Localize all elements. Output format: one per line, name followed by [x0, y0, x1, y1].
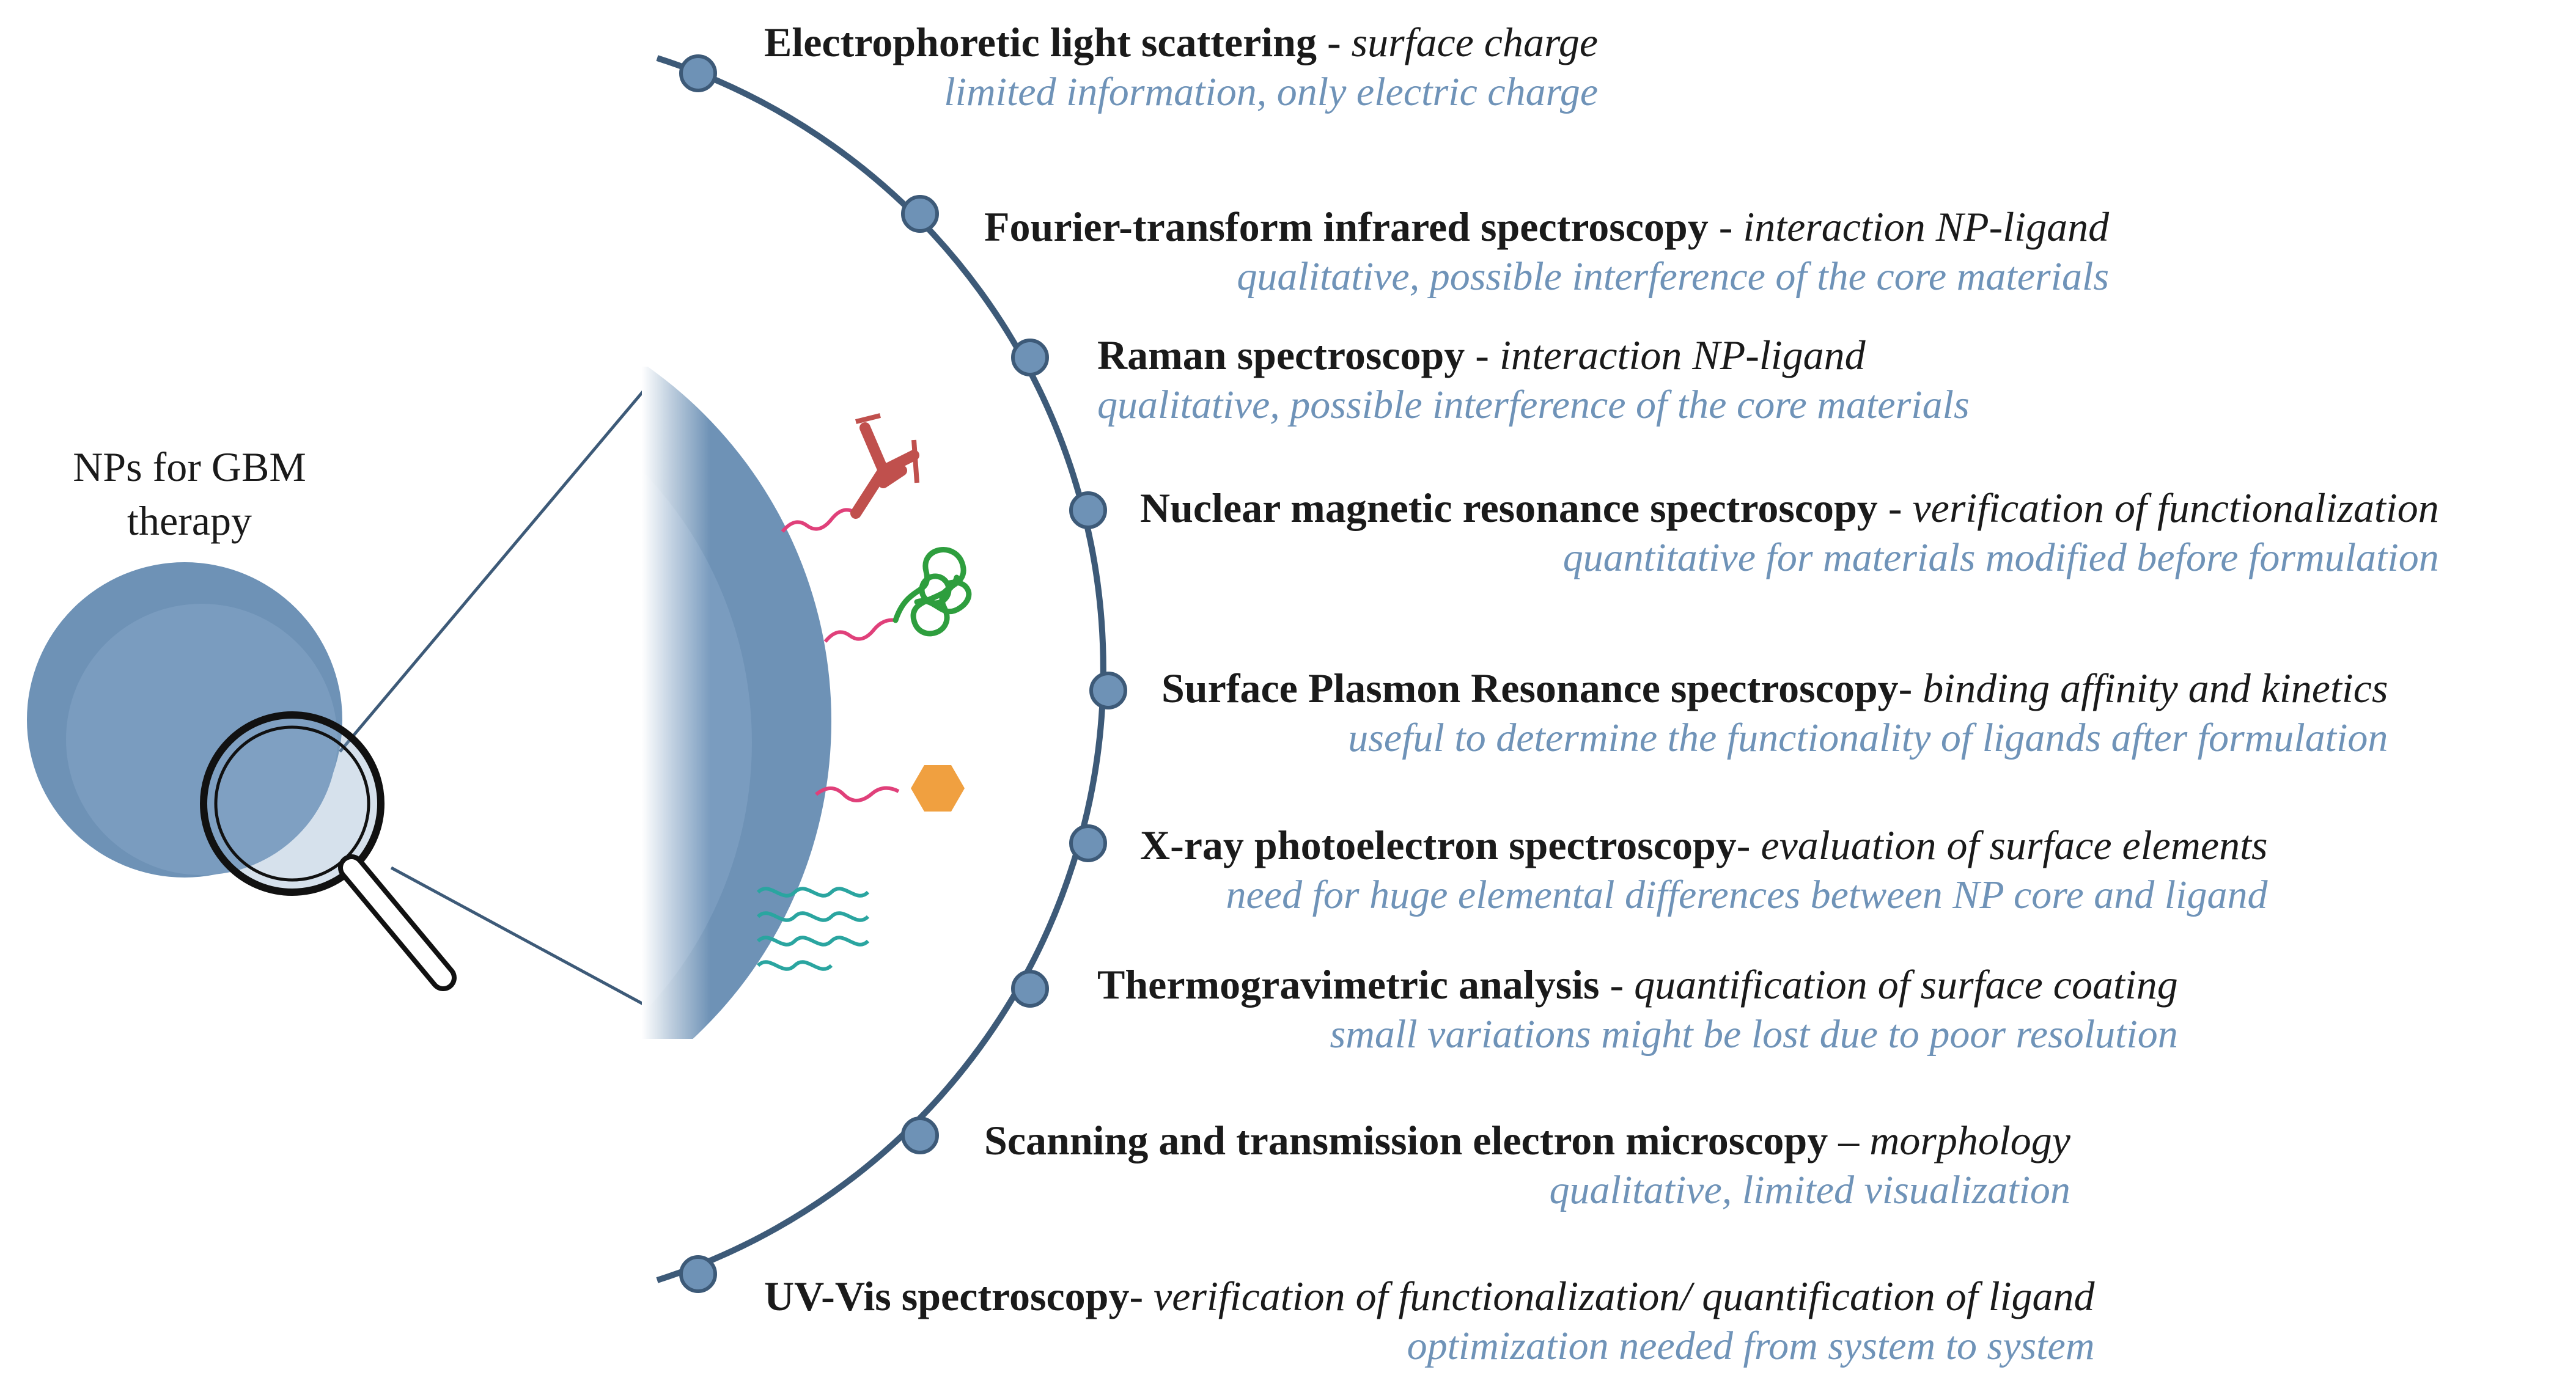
technique-purpose: quantification of surface coating: [1634, 961, 2178, 1008]
technique-separator: -: [1465, 332, 1500, 378]
arc-dot-3: [1011, 339, 1049, 376]
protein-ligand-icon: [823, 547, 972, 643]
technique-xps: X-ray photoelectron spectroscopy- evalua…: [1140, 820, 2267, 920]
arc-dot-7: [1011, 970, 1049, 1008]
technique-separator: -: [1316, 19, 1352, 65]
technique-limitation: qualitative, possible interference of th…: [1097, 383, 1970, 427]
arc-dot-2: [901, 195, 939, 233]
technique-limitation: quantitative for materials modified befo…: [1562, 535, 2439, 580]
technique-purpose: evaluation of surface elements: [1761, 822, 2268, 868]
arc-dot-9: [679, 1255, 717, 1293]
technique-limitation: small variations might be lost due to po…: [1330, 1012, 2178, 1057]
technique-name: Thermogravimetric analysis: [1097, 961, 1600, 1008]
technique-separator: -: [1877, 485, 1913, 531]
technique-separator: -: [1708, 203, 1743, 250]
technique-separator: -: [1129, 1273, 1154, 1319]
technique-separator: -: [1898, 665, 1923, 711]
technique-spr: Surface Plasmon Resonance spectroscopy- …: [1161, 663, 2388, 763]
nanoparticle-title: NPs for GBM therapy: [24, 440, 355, 548]
technique-arc: [656, 55, 1106, 1283]
technique-tga: Thermogravimetric analysis - quantificat…: [1097, 959, 2178, 1060]
zoomed-surface: [642, 367, 886, 1039]
arc-dot-4: [1069, 491, 1107, 529]
technique-electrophoretic-light-scattering: Electrophoretic light scattering - surfa…: [764, 17, 1598, 117]
technique-limitation: qualitative, possible interference of th…: [1237, 254, 2110, 299]
technique-separator: -: [1599, 961, 1635, 1008]
technique-name: X-ray photoelectron spectroscopy: [1140, 822, 1737, 868]
technique-nmr: Nuclear magnetic resonance spectroscopy …: [1140, 483, 2439, 583]
technique-ftir: Fourier-transform infrared spectroscopy …: [984, 202, 2109, 302]
technique-separator: -: [1736, 822, 1761, 868]
technique-raman: Raman spectroscopy - interaction NP-liga…: [1097, 330, 1970, 430]
technique-purpose: interaction NP-ligand: [1743, 203, 2110, 250]
arc-dot-8: [901, 1116, 939, 1154]
arc-dots: [679, 54, 1127, 1293]
aptamer-ligand-icon: [756, 887, 870, 971]
small-molecule-ligand-icon: [815, 765, 965, 812]
nanoparticle-core: [66, 604, 337, 875]
technique-separator: –: [1828, 1117, 1870, 1164]
technique-uv-vis: UV-Vis spectroscopy- verification of fun…: [764, 1271, 2095, 1371]
technique-purpose: binding affinity and kinetics: [1923, 665, 2388, 711]
antibody-ligand-icon: [781, 413, 919, 533]
technique-purpose: interaction NP-ligand: [1499, 332, 1866, 378]
technique-name: Surface Plasmon Resonance spectroscopy: [1161, 665, 1899, 711]
technique-name: Electrophoretic light scattering: [764, 19, 1317, 65]
technique-name: Fourier-transform infrared spectroscopy: [984, 203, 1709, 250]
technique-purpose: verification of functionalization: [1912, 485, 2439, 531]
zoom-line-bottom: [390, 866, 652, 1010]
technique-limitation: need for huge elemental differences betw…: [1226, 873, 2268, 917]
nanoparticle-title-line1: NPs for GBM: [73, 444, 306, 490]
technique-purpose: surface charge: [1351, 19, 1599, 65]
zoom-line-top: [339, 381, 652, 753]
technique-limitation: qualitative, limited visualization: [1549, 1168, 2070, 1212]
technique-sem-tem: Scanning and transmission electron micro…: [984, 1115, 2070, 1215]
technique-name: Scanning and transmission electron micro…: [984, 1117, 1828, 1164]
technique-limitation: optimization needed from system to syste…: [1407, 1324, 2095, 1368]
technique-limitation: useful to determine the functionality of…: [1348, 716, 2388, 760]
technique-name: Nuclear magnetic resonance spectroscopy: [1140, 485, 1878, 531]
magnifying-glass-icon: [200, 711, 457, 991]
technique-purpose: verification of functionalization/ quant…: [1154, 1273, 2095, 1319]
arc-dot-5: [1089, 672, 1127, 709]
technique-limitation: limited information, only electric charg…: [944, 70, 1599, 114]
arc-dot-6: [1069, 824, 1107, 862]
nanoparticle-title-line2: therapy: [127, 497, 252, 544]
arc-dot-1: [679, 54, 717, 92]
technique-purpose: morphology: [1869, 1117, 2070, 1164]
technique-name: Raman spectroscopy: [1097, 332, 1465, 378]
technique-name: UV-Vis spectroscopy: [764, 1273, 1130, 1319]
